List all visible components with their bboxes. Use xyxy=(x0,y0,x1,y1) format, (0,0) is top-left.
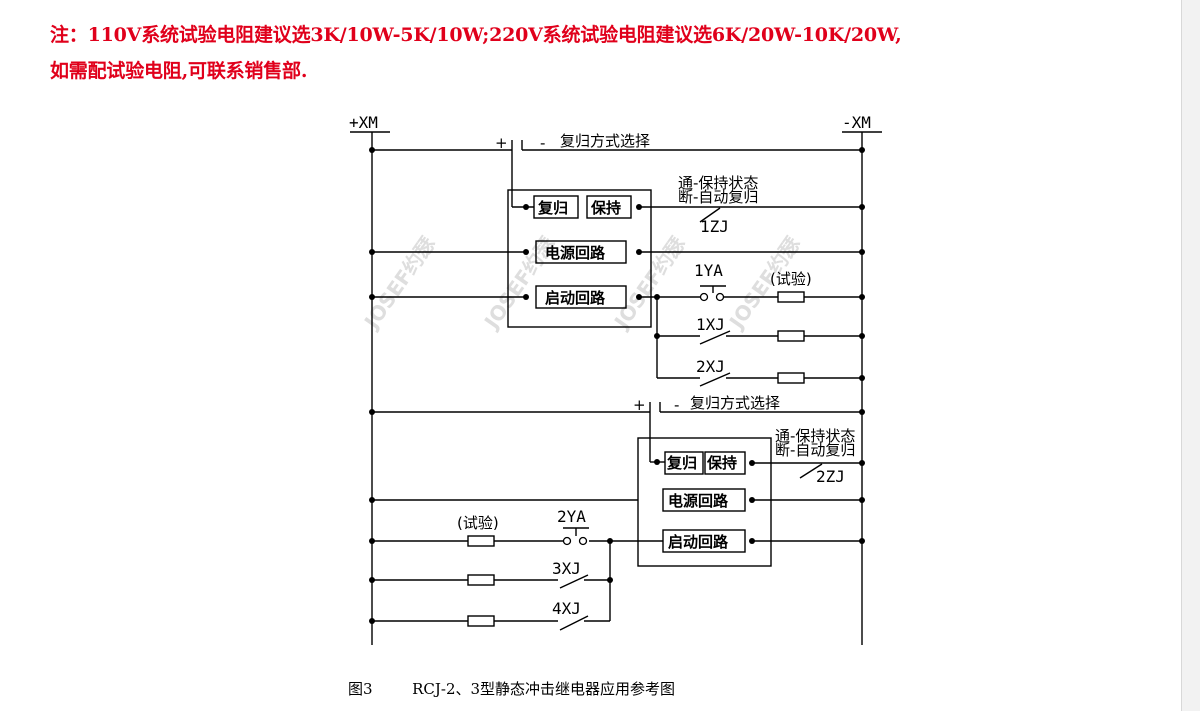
relay2-power-circuit: 电源回路 xyxy=(668,492,729,510)
note-line-1: 注：110V系统试验电阻建议选3K/10W-5K/10W;220V系统试验电阻建… xyxy=(50,24,902,46)
ya2-label: 2YA xyxy=(557,507,586,526)
xj4-label: 4XJ xyxy=(552,599,581,618)
relay1-box xyxy=(507,189,652,328)
reset-mode-label: 复归方式选择 xyxy=(560,132,650,150)
minus-bus-label: -XM xyxy=(842,113,871,132)
relay2-reset-button: 复归 xyxy=(666,454,697,472)
state-off-label: 断-自动复归 xyxy=(678,188,758,206)
note-line-2: 如需配试验电阻,可联系销售部. xyxy=(50,60,308,82)
relay1-start-circuit: 启动回路 xyxy=(545,289,606,307)
state-on-label: 通-保持状态 xyxy=(678,174,758,192)
relay2-hold-button: 保持 xyxy=(706,454,737,472)
xj1-label: 1XJ xyxy=(696,315,725,334)
reset-mode-label-2: 复归方式选择 xyxy=(690,394,780,412)
watermark: JOSEF约瑟 xyxy=(608,232,690,334)
xj2-label: 2XJ xyxy=(696,357,725,376)
relay1-contact-label: 1ZJ xyxy=(700,217,729,236)
scrollbar[interactable] xyxy=(1181,0,1200,711)
minus-sign: - xyxy=(540,134,545,152)
plus-sign: + xyxy=(495,134,508,152)
ya1-label: 1YA xyxy=(694,261,723,280)
state-on-label-2: 通-保持状态 xyxy=(775,427,855,445)
relay2-box xyxy=(637,437,772,567)
relay1-power-circuit: 电源回路 xyxy=(545,244,606,262)
xj3-label: 3XJ xyxy=(552,559,581,578)
plus-sign-2: + xyxy=(633,396,646,414)
plus-bus-label: +XM xyxy=(349,113,378,132)
relay2-contact-label: 2ZJ xyxy=(816,467,845,486)
test-label-1: (试验) xyxy=(770,270,812,288)
relay1-hold-button: 保持 xyxy=(590,199,621,217)
figure-number: 图3 xyxy=(348,680,373,698)
test-label-2: (试验) xyxy=(457,514,499,532)
minus-sign-2: - xyxy=(674,396,679,414)
figure-caption: 图3 RCJ-2、3型静态冲击继电器应用参考图 xyxy=(348,678,675,699)
watermark: JOSEF约瑟 xyxy=(358,232,440,334)
relay1-reset-button: 复归 xyxy=(537,199,568,217)
state-off-label-2: 断-自动复归 xyxy=(775,441,855,459)
relay2-start-circuit: 启动回路 xyxy=(668,533,729,551)
figure-title: RCJ-2、3型静态冲击继电器应用参考图 xyxy=(412,680,676,698)
